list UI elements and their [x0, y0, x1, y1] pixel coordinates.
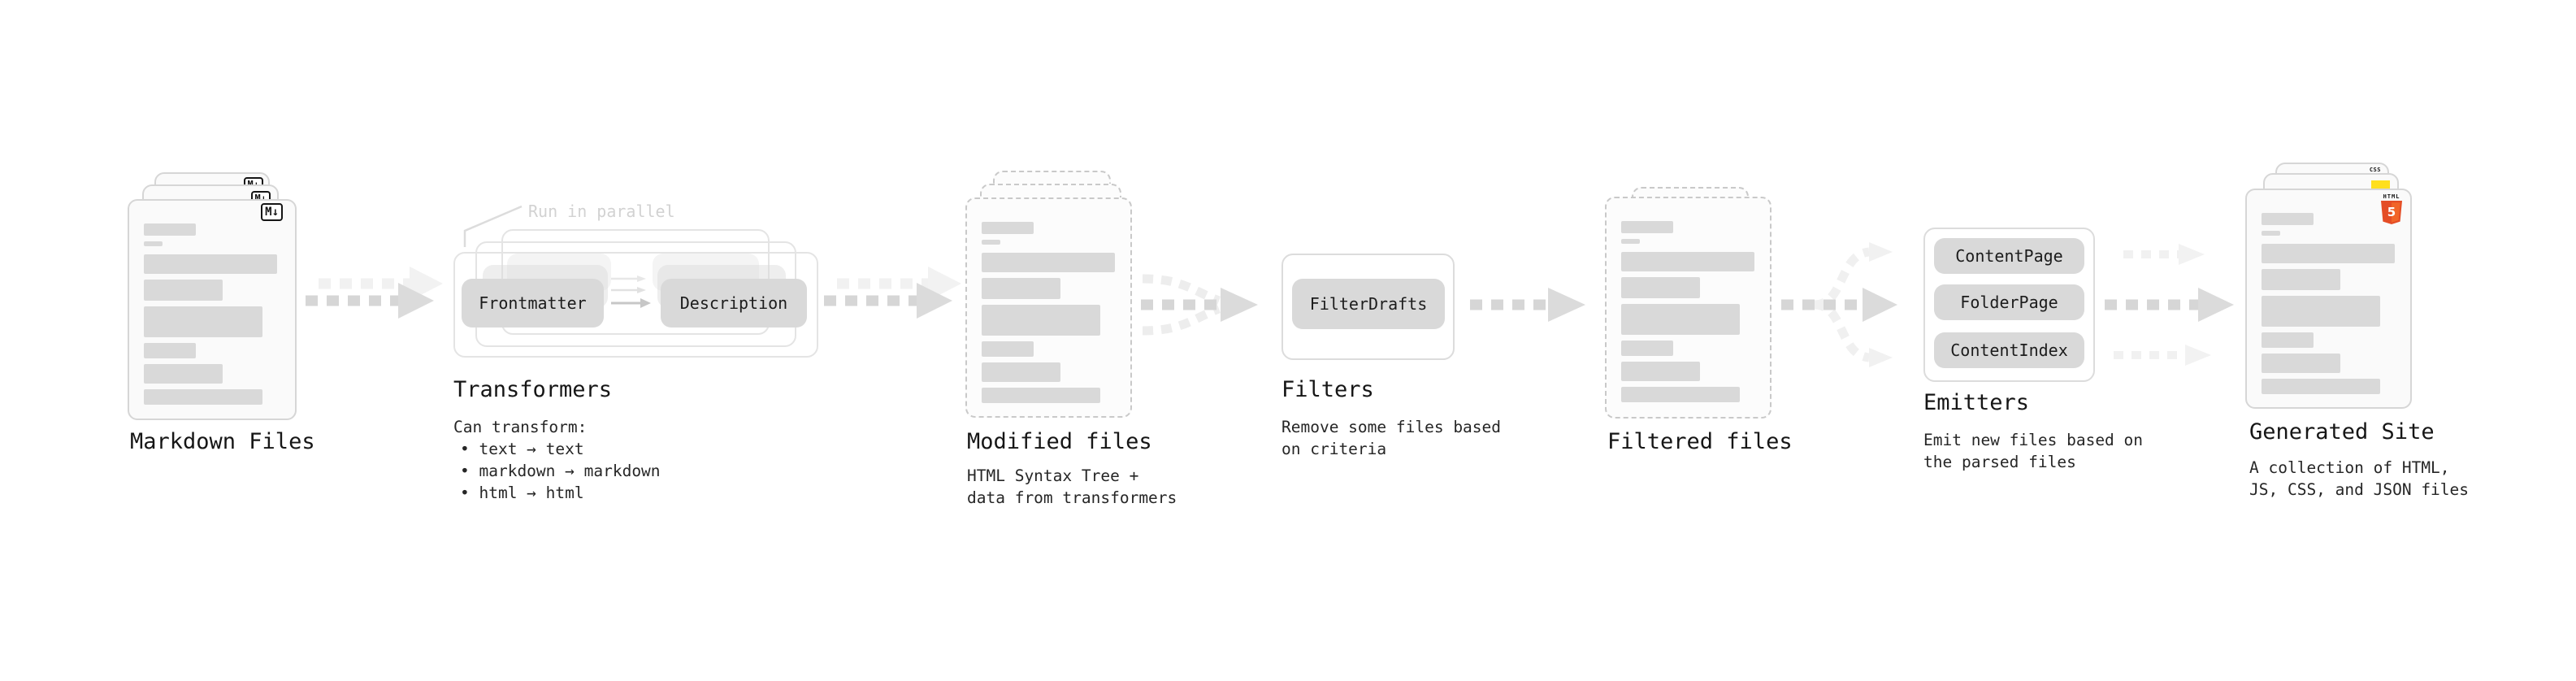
skeleton-bar: [1621, 277, 1700, 298]
skeleton-bar: [2262, 296, 2380, 327]
skeleton-bar: [1621, 387, 1740, 402]
file-skeleton-content: [1621, 221, 1754, 408]
modified-file-card: [965, 197, 1132, 418]
skeleton-bar: [2262, 269, 2340, 290]
skeleton-bar: [1621, 304, 1740, 335]
skeleton-bar: [2262, 379, 2380, 394]
transformers-desc-heading: Can transform:: [453, 418, 588, 436]
emitter-pill-contentindex: ContentIndex: [1934, 332, 2084, 368]
file-skeleton-content: [144, 223, 277, 410]
generated-desc-line: A collection of HTML,: [2249, 458, 2450, 477]
description-pill: Description: [661, 279, 807, 327]
skeleton-bar: [982, 388, 1100, 403]
markdown-file-card: M↓: [128, 199, 297, 420]
transformers-desc: Can transform: • text → text • markdown …: [453, 416, 661, 504]
generated-file-card: HTML 5: [2245, 189, 2412, 409]
frontmatter-pill: Frontmatter: [462, 279, 604, 327]
skeleton-bar: [982, 278, 1060, 299]
filters-desc: Remove some files based on criteria: [1281, 416, 1501, 460]
skeleton-bar: [982, 253, 1115, 272]
generated-desc-line: JS, CSS, and JSON files: [2249, 480, 2470, 499]
html5-number: 5: [2387, 205, 2396, 219]
html5-shield: 5: [2381, 201, 2402, 224]
skeleton-bar: [1621, 340, 1673, 356]
arrow-transformers-to-modified-icon: [824, 267, 961, 319]
modified-files-desc: HTML Syntax Tree + data from transformer…: [967, 465, 1177, 509]
skeleton-bar: [144, 223, 196, 236]
html5-icon: HTML 5: [2381, 194, 2402, 224]
emitter-pill-folderpage: FolderPage: [1934, 284, 2084, 320]
emitter-pill-contentpage: ContentPage: [1934, 238, 2084, 274]
skeleton-bar: [982, 362, 1060, 382]
modified-files-title: Modified files: [967, 429, 1152, 454]
emitters-desc: Emit new files based on the parsed files: [1923, 429, 2143, 473]
emitters-desc-line: Emit new files based on: [1923, 431, 2144, 449]
skeleton-bar: [144, 241, 163, 246]
skeleton-bar: [1621, 362, 1700, 381]
skeleton-bar: [982, 222, 1034, 234]
arrow-markdown-to-transformers-icon: [306, 267, 443, 319]
skeleton-bar: [982, 305, 1100, 336]
modified-desc-line: HTML Syntax Tree +: [967, 466, 1139, 485]
file-skeleton-content: [982, 222, 1115, 409]
markdown-badge-icon: M↓: [261, 203, 283, 221]
skeleton-bar: [144, 389, 262, 405]
run-in-parallel-annotation: Run in parallel: [528, 202, 675, 221]
skeleton-bar: [2262, 231, 2280, 236]
skeleton-bar: [982, 240, 1000, 245]
skeleton-bar: [144, 280, 223, 301]
filters-desc-line: Remove some files based: [1281, 418, 1502, 436]
skeleton-bar: [144, 364, 223, 384]
markdown-files-title: Markdown Files: [130, 429, 315, 454]
filterdrafts-pill: FilterDrafts: [1292, 279, 1445, 329]
transformers-layer-front: [453, 252, 818, 358]
skeleton-bar: [144, 343, 196, 358]
emitters-desc-line: the parsed files: [1923, 453, 2076, 471]
js-icon: [2371, 180, 2390, 189]
skeleton-bar: [2262, 332, 2314, 348]
transformers-bullet: • text → text: [460, 440, 584, 458]
transformers-bullet: • markdown → markdown: [460, 462, 661, 480]
emitters-title: Emitters: [1923, 390, 2030, 415]
skeleton-bar: [144, 254, 277, 274]
filters-title: Filters: [1281, 377, 1374, 402]
skeleton-bar: [2262, 354, 2340, 373]
html5-word: HTML: [2383, 193, 2400, 200]
skeleton-bar: [2262, 244, 2395, 263]
skeleton-bar: [1621, 239, 1640, 244]
run-in-parallel-leader-line: [463, 205, 523, 247]
arrow-filters-to-filtered-icon: [1470, 288, 1585, 322]
filters-desc-line: on criteria: [1281, 440, 1387, 458]
generated-site-title: Generated Site: [2249, 419, 2435, 445]
skeleton-bar: [982, 341, 1034, 357]
file-skeleton-content: [2262, 213, 2395, 400]
filtered-files-title: Filtered files: [1607, 429, 1793, 454]
generated-site-desc: A collection of HTML, JS, CSS, and JSON …: [2249, 457, 2469, 501]
skeleton-bar: [1621, 252, 1754, 271]
arrow-modified-to-filters-icon: [1141, 274, 1258, 336]
transformers-bullet: • html → html: [460, 484, 584, 502]
skeleton-bar: [144, 306, 262, 337]
modified-desc-line: data from transformers: [967, 488, 1177, 507]
skeleton-bar: [2262, 213, 2314, 225]
filtered-file-card: [1605, 197, 1772, 419]
skeleton-bar: [1621, 221, 1673, 233]
parallel-arrows-icon: [611, 275, 651, 308]
transformers-title: Transformers: [453, 377, 613, 402]
arrow-filtered-to-emitters-icon: [1781, 242, 1897, 367]
arrow-emitters-to-generated-icon: [2105, 244, 2234, 366]
